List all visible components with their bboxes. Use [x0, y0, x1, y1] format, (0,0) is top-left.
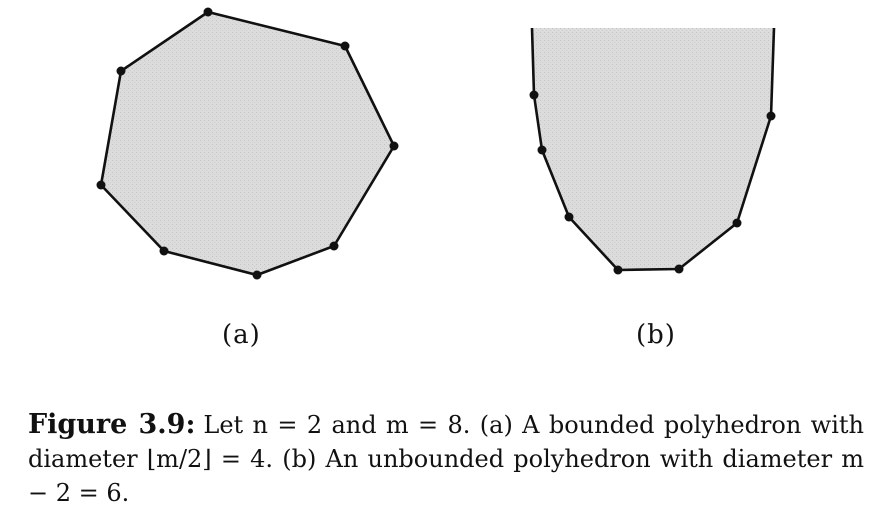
figure-caption: Figure 3.9:Let n = 2 and m = 8. (a) A bo… [28, 408, 864, 510]
vertex [674, 264, 684, 274]
vertex [96, 180, 106, 190]
panel-label-b: (b) [636, 320, 676, 350]
vertex [564, 212, 574, 222]
vertex [329, 241, 339, 251]
vertex [389, 141, 399, 151]
unbounded-polyhedron-region [532, 28, 774, 270]
unbounded-vertices [529, 90, 776, 275]
vertex [340, 41, 350, 51]
vertex [203, 7, 213, 17]
caption-text: Let n = 2 and m = 8. (a) A bounded polyh… [28, 411, 864, 507]
vertex [766, 111, 776, 121]
vertex [252, 270, 262, 280]
bounded-vertices [96, 7, 399, 280]
vertex [613, 265, 623, 275]
vertex [529, 90, 539, 100]
caption-label: Figure 3.9: [28, 409, 196, 440]
bounded-polyhedron-region [99, 10, 396, 277]
bounded-polyhedron [96, 7, 399, 280]
vertex [537, 145, 547, 155]
unbounded-polyhedron [529, 27, 776, 275]
vertex [732, 218, 742, 228]
figure-illustration [96, 7, 776, 280]
panel-label-a: (a) [222, 320, 261, 350]
vertex [116, 66, 126, 76]
vertex [159, 246, 169, 256]
